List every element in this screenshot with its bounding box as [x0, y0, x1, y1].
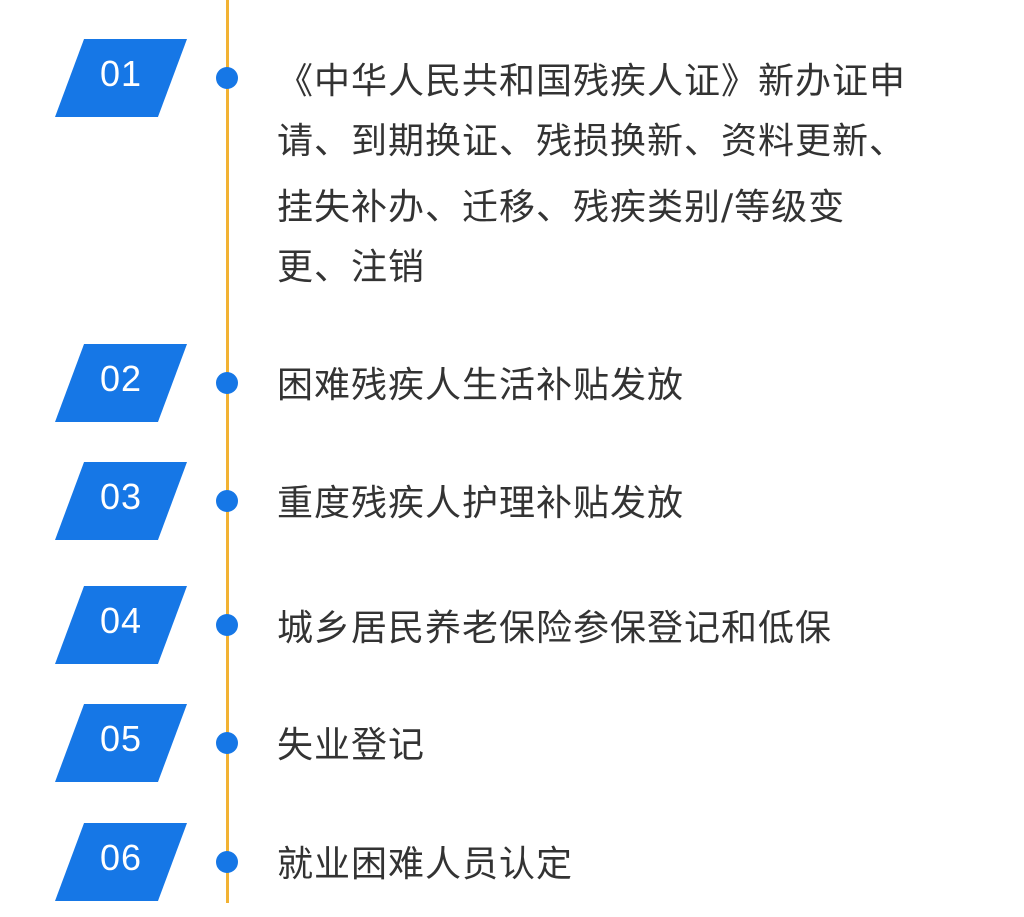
timeline-dot: [216, 67, 238, 89]
item-label-line: 城乡居民养老保险参保登记和低保: [277, 608, 833, 649]
badge-number: 02: [99, 358, 143, 399]
timeline-dot: [216, 490, 238, 512]
number-badge: 02: [55, 344, 187, 422]
item-label-line: 就业困难人员认定: [277, 844, 574, 885]
timeline-dot: [216, 614, 238, 636]
number-badge: 06: [55, 823, 187, 901]
item-label: 失业登记: [277, 722, 977, 769]
item-label: 困难残疾人生活补贴发放: [277, 362, 977, 409]
number-badge: 01: [55, 39, 187, 117]
item-label-line: 困难残疾人生活补贴发放: [277, 365, 685, 406]
badge-number: 06: [99, 837, 143, 878]
badge-number: 05: [99, 718, 143, 759]
timeline-dot: [216, 732, 238, 754]
item-label: 城乡居民养老保险参保登记和低保: [277, 605, 977, 652]
item-label-line: 更、注销: [277, 247, 426, 288]
badge-number: 01: [99, 53, 143, 94]
number-badge: 03: [55, 462, 187, 540]
timeline-dot: [216, 851, 238, 873]
timeline-line: [226, 0, 229, 903]
item-label: 《中华人民共和国残疾人证》新办证申 请、到期换证、残损换新、资料更新、 挂失补办…: [277, 58, 977, 291]
timeline-dot: [216, 372, 238, 394]
badge-number: 04: [99, 600, 143, 641]
item-label-line: 挂失补办、迁移、残疾类别/等级变: [277, 187, 846, 228]
item-label: 就业困难人员认定: [277, 841, 977, 888]
item-label-line: 请、到期换证、残损换新、资料更新、: [277, 121, 907, 162]
item-label-line: 《中华人民共和国残疾人证》新办证申: [277, 61, 907, 102]
number-badge: 05: [55, 704, 187, 782]
item-label: 重度残疾人护理补贴发放: [277, 480, 977, 527]
item-label-line: 失业登记: [277, 725, 426, 766]
number-badge: 04: [55, 586, 187, 664]
item-label-line: 重度残疾人护理补贴发放: [277, 483, 685, 524]
badge-number: 03: [99, 476, 143, 517]
